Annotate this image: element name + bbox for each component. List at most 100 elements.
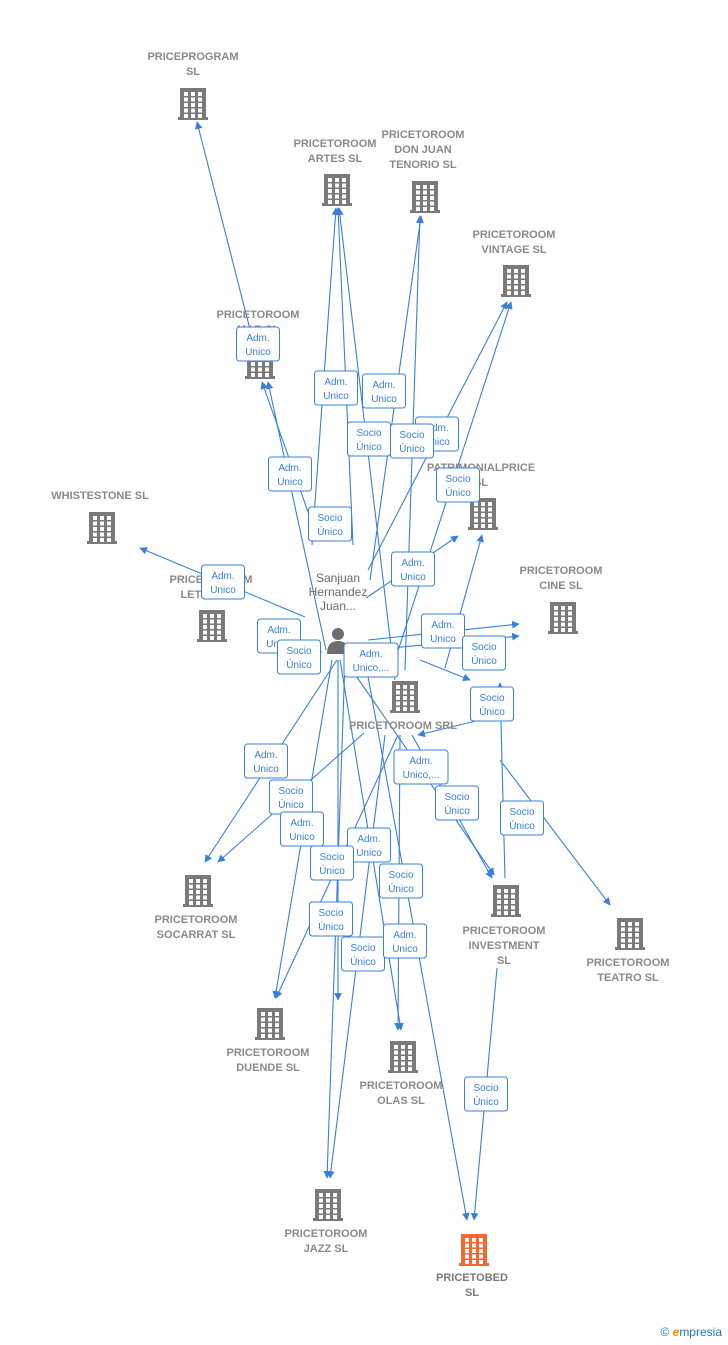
building-icon: [548, 602, 578, 634]
relation-edge: [419, 659, 471, 682]
company-label: JAZZ SL: [304, 1243, 349, 1255]
badge-text: Unico: [356, 848, 382, 859]
person-node[interactable]: SanjuanHernandezJuan...: [309, 571, 368, 654]
company-label: VINTAGE SL: [481, 244, 546, 256]
badge-text: Único: [350, 955, 376, 968]
company-label: SL: [497, 955, 511, 967]
company-label: SOCARRAT SL: [157, 929, 236, 941]
badge-text: Unico: [400, 572, 426, 583]
building-icon: [183, 875, 213, 907]
badge-text: Único: [509, 819, 535, 832]
company-node-jazz[interactable]: PRICETOROOM JAZZ SL: [285, 1189, 368, 1255]
badge-text: Socio: [286, 646, 311, 657]
company-label: TENORIO SL: [389, 159, 457, 171]
badge-text: Socio: [350, 943, 375, 954]
building-icon: [322, 174, 352, 206]
building-icon: [390, 681, 420, 713]
building-icon: [388, 1041, 418, 1073]
badge-text: Socio: [399, 430, 424, 441]
relation-badge[interactable]: Adm. Unico: [347, 827, 391, 863]
person-label: Sanjuan: [316, 571, 360, 585]
badge-text: Único: [318, 920, 344, 933]
badge-text: Unico: [289, 832, 315, 843]
badge-text: Adm.: [357, 834, 380, 845]
badge-text: Único: [317, 525, 343, 538]
badge-text: Adm.: [372, 380, 395, 391]
relation-badge[interactable]: Adm.Unico: [314, 370, 358, 406]
relation-badge[interactable]: Adm.Unico: [391, 551, 435, 587]
badge-text: Socio: [445, 474, 470, 485]
badge-text: Único: [444, 804, 470, 817]
relation-badge[interactable]: Adm.Unico: [280, 811, 324, 847]
company-node-srl[interactable]: PRICETOROOM SRL: [349, 681, 457, 732]
badge-text: Socio: [317, 513, 342, 524]
badge-text: Adm.: [393, 930, 416, 941]
building-icon: [255, 1008, 285, 1040]
badge-text: Único: [471, 654, 497, 667]
relation-badge[interactable]: Adm.Unico,...: [393, 749, 449, 785]
relation-badge[interactable]: Adm. Unico: [383, 923, 427, 959]
company-node-whitestone[interactable]: WHISTESTONE SL: [51, 490, 149, 544]
relation-badge[interactable]: Adm.Unico: [201, 564, 245, 600]
badge-text: Único: [445, 486, 471, 499]
company-label: PRICETOROOM: [155, 914, 238, 926]
relation-badge[interactable]: Adm. Unico: [362, 373, 406, 409]
building-icon: [491, 885, 521, 917]
company-node-socarrat[interactable]: PRICETOROOM SOCARRAT SL: [155, 875, 238, 941]
badge-text: Unico: [371, 394, 397, 405]
badge-text: Adm.: [254, 750, 277, 761]
brand-name: mpresia: [679, 1325, 722, 1339]
company-label: SL: [186, 66, 200, 78]
brand-watermark[interactable]: © empresia: [660, 1325, 722, 1339]
building-icon: [468, 498, 498, 530]
building-icon: [501, 265, 531, 297]
badge-text: Unico: [430, 634, 456, 645]
badge-text: Adm.: [359, 649, 382, 660]
company-label: SL: [465, 1287, 479, 1299]
copyright-symbol: ©: [660, 1325, 670, 1339]
company-label: PRICETOROOM: [285, 1228, 368, 1240]
relation-badge[interactable]: Adm. Unico: [421, 613, 465, 649]
badge-text: Socio: [509, 807, 534, 818]
relation-badge[interactable]: Adm.Unico: [268, 456, 312, 492]
badge-text: Adm.: [409, 756, 432, 767]
badge-text: Unico: [277, 477, 303, 488]
relation-badge[interactable]: Adm.Unico,...: [343, 642, 399, 678]
building-icon: [459, 1234, 489, 1266]
badge-text: Adm.: [431, 620, 454, 631]
company-label: PRICETOROOM: [294, 138, 377, 150]
badge-text: Unico: [392, 944, 418, 955]
relation-badge[interactable]: Adm.Unico: [244, 743, 288, 779]
relation-badge[interactable]: Adm.Unico: [236, 326, 280, 362]
badge-text: Adm.: [324, 377, 347, 388]
company-label: PRICETOROOM: [360, 1080, 443, 1092]
company-label: PRICETOROOM: [382, 129, 465, 141]
